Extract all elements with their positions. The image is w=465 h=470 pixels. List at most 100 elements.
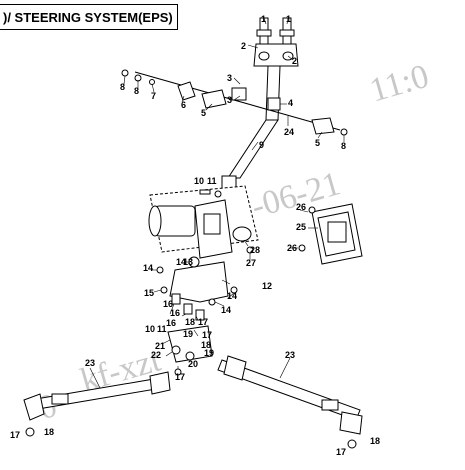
handlebar-line [134, 71, 341, 131]
callout-1-left: 1 [261, 14, 266, 24]
o-ring-28 [232, 226, 252, 242]
callout-15: 15 [144, 288, 154, 298]
page-title: )/ STEERING SYSTEM(EPS) [3, 10, 173, 25]
nut-8-right [340, 128, 348, 136]
callout-18-right: 18 [370, 436, 380, 446]
callout-14-left: 14 [143, 263, 153, 273]
callout-25: 25 [296, 222, 306, 232]
callout-3-top: 3 [227, 73, 232, 83]
callout-14-top: 14 [176, 257, 186, 267]
joint-22 [171, 345, 181, 355]
callout-19-right: 19 [204, 348, 214, 358]
eps-gearbox-cover [203, 213, 221, 235]
callout-2-left: 2 [241, 41, 246, 51]
callout-11-low: 11 [157, 324, 167, 334]
yoke-clamp [253, 43, 299, 67]
tie-rod-left [23, 371, 171, 437]
spacer-16a [171, 293, 181, 305]
callout-10-low: 10 [145, 324, 155, 334]
callout-4: 4 [288, 98, 293, 108]
callout-8-mid: 8 [134, 86, 139, 96]
callout-16-left: 16 [163, 299, 173, 309]
bushing-4 [267, 97, 281, 111]
tie-rod-left-end [23, 393, 45, 421]
callout-16-mid: 16 [170, 308, 180, 318]
screw-26-bottom [298, 244, 306, 252]
tie-rod-left-nut [51, 393, 69, 405]
callout-11-top: 11 [207, 176, 217, 186]
callout-14-right: 14 [227, 291, 237, 301]
tie-rod-right-nut [321, 399, 339, 411]
callout-18-left: 18 [44, 427, 54, 437]
screw-26-top [308, 206, 316, 214]
eps-controller [298, 203, 363, 265]
tie-rod-right [217, 355, 363, 449]
callout-18-mid: 18 [185, 317, 195, 327]
upper-shaft-assembly [121, 17, 348, 205]
callout-18-upper: 18 [201, 340, 211, 350]
spacer-16c [195, 309, 205, 321]
bolt-14-low [208, 298, 216, 306]
callout-1-right: 1 [286, 14, 291, 24]
eps-assembly [148, 185, 259, 259]
callout-21: 21 [155, 341, 165, 351]
callout-23-left: 23 [85, 358, 95, 368]
joint-21 [185, 351, 195, 361]
callout-28: 28 [250, 245, 260, 255]
callout-5-left: 5 [201, 108, 206, 118]
callouts: 1 1 2 2 3 3 4 6 5 5 7 8 8 8 24 9 10 11 2… [10, 14, 380, 457]
page-header: )/ STEERING SYSTEM(EPS) [0, 4, 178, 30]
tie-rod-right-nut-17 [347, 439, 357, 449]
pin-7 [149, 79, 155, 85]
callout-13: 13 [183, 257, 193, 267]
bolt-left-head [256, 29, 272, 37]
callout-17-center: 17 [175, 372, 185, 382]
pitman-assembly [156, 256, 238, 376]
callout-8-right: 8 [341, 141, 346, 151]
eps-motor-endcap [148, 205, 162, 237]
callout-20: 20 [188, 359, 198, 369]
callout-17-upper: 17 [202, 330, 212, 340]
tie-rod-right-end [339, 411, 363, 435]
nut-15 [160, 286, 168, 294]
callout-16-low: 16 [166, 318, 176, 328]
column-upper [265, 65, 281, 121]
callout-23-right: 23 [285, 350, 295, 360]
bolt-10 [199, 189, 211, 195]
callout-17-mid: 17 [198, 317, 208, 327]
spacer-16b [183, 303, 193, 315]
callout-12: 12 [262, 281, 272, 291]
handlebar-clamp-6 [177, 81, 196, 101]
callout-17-right: 17 [336, 447, 346, 457]
washer-left [258, 51, 270, 61]
controller-label [327, 221, 347, 243]
tie-rod-left-inner-end [149, 371, 171, 395]
tie-rod-left-nut-17 [25, 427, 35, 437]
washer-11 [214, 190, 222, 198]
callout-9: 9 [259, 140, 264, 150]
callout-8-left: 8 [120, 82, 125, 92]
callout-19-left: 19 [183, 329, 193, 339]
handlebar-clamp-5-right [311, 117, 335, 135]
bolt-14-left [156, 266, 164, 274]
tie-rod-right-inner-end [223, 355, 247, 381]
bolt-right-head [279, 29, 295, 37]
bushing-3-left [231, 87, 247, 101]
callout-7: 7 [151, 91, 156, 101]
bracket-12 [169, 261, 229, 303]
callout-2-right: 2 [292, 56, 297, 66]
callout-27: 27 [246, 258, 256, 268]
nut-8-left [121, 69, 129, 77]
watermark-time: 11:0 [366, 58, 433, 110]
callout-6: 6 [181, 100, 186, 110]
callout-24: 24 [284, 127, 294, 137]
callout-10-top: 10 [194, 176, 204, 186]
leader-lines [89, 17, 345, 389]
callout-14-low: 14 [221, 305, 231, 315]
callout-22: 22 [151, 350, 161, 360]
callout-26-top: 26 [296, 202, 306, 212]
callout-3-bottom: 3 [227, 95, 232, 105]
callout-26-bottom: 26 [287, 243, 297, 253]
